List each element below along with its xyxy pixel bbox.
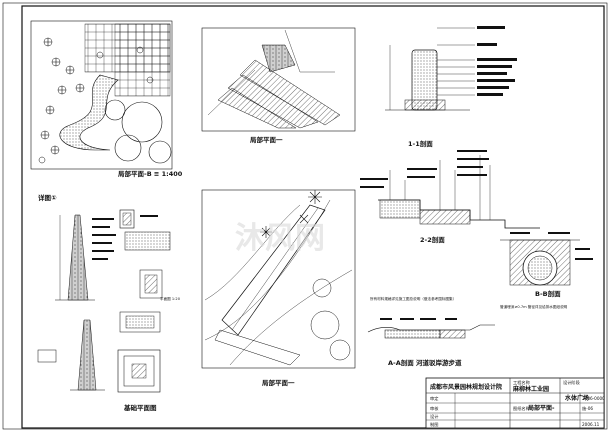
row-label-3: 设计 [430, 413, 438, 420]
main-note: 所有材料规格详见施工图总说明（做法参考国标图集） [370, 296, 456, 301]
plan-b-caption: 局部平面-B ≡ 1:400 [118, 169, 183, 178]
base-plan-caption: 基础平面图 [123, 403, 157, 412]
row-label-2: 审核 [430, 405, 439, 412]
watermark-text: 沐风网 [235, 221, 325, 256]
code-3: 2006.11 [582, 422, 600, 427]
drawing-name: 局部平面- [527, 404, 555, 412]
plan-b-view: 局部平面-B ≡ 1:400 [30, 20, 183, 178]
bb-note: 管道埋深≥0.7m 管径详见给排水图纸说明 [500, 304, 568, 309]
plan-bottom-view: 局部平面一 [201, 189, 356, 387]
section-a-a-caption: A-A剖面 河道驳岸游步道 [388, 358, 462, 367]
title-block: 成都市风景园林规划设计院 工程名称 麻柳林工业园 设计阶段 水体广场 审定 审核… [425, 377, 605, 429]
project-label: 工程名称 [513, 379, 530, 386]
section-a-a-view: A-A剖面 河道驳岸游步道 [367, 318, 495, 367]
project-name: 麻柳林工业园 [512, 385, 549, 393]
code-1: 2006-0000 [582, 396, 605, 401]
plan-top-caption: 局部平面一 [250, 135, 283, 144]
small-plan-caption: 平面图 1:20 [160, 296, 181, 301]
plan-top-view: 局部平面一 [201, 27, 356, 144]
institute-name: 成都市风景园林规划设计院 [430, 383, 502, 391]
section-1-1-caption: 1-1剖面 [408, 139, 433, 148]
row-label-1: 审定 [430, 395, 438, 402]
code-2: 施-06 [582, 405, 593, 412]
section-b-b-caption: B-B剖面 [535, 289, 561, 298]
design-stage: 设计阶段 [563, 379, 581, 386]
section-1-1-view: 1-1剖面 [385, 26, 517, 148]
sheet-cell: 水体广场 [565, 394, 589, 402]
section-2-2-view: 2-2剖面 [360, 150, 540, 244]
base-detail-view: 基础平面图 [37, 311, 161, 412]
section-2-2-caption: 2-2剖面 [420, 235, 445, 244]
plan-bottom-caption: 局部平面一 [262, 378, 295, 387]
inner-frame [21, 5, 605, 429]
drawing-label: 图纸名称 [513, 405, 530, 412]
row-label-4: 制图 [430, 421, 438, 428]
elevation-caption: 详图① [38, 193, 57, 202]
elevation-detail-view: 详图① 平面图 1:20 [38, 193, 181, 301]
section-b-b-view: B-B剖面 管道埋深≥0.7m 管径详见给排水图纸说明 [500, 232, 593, 309]
